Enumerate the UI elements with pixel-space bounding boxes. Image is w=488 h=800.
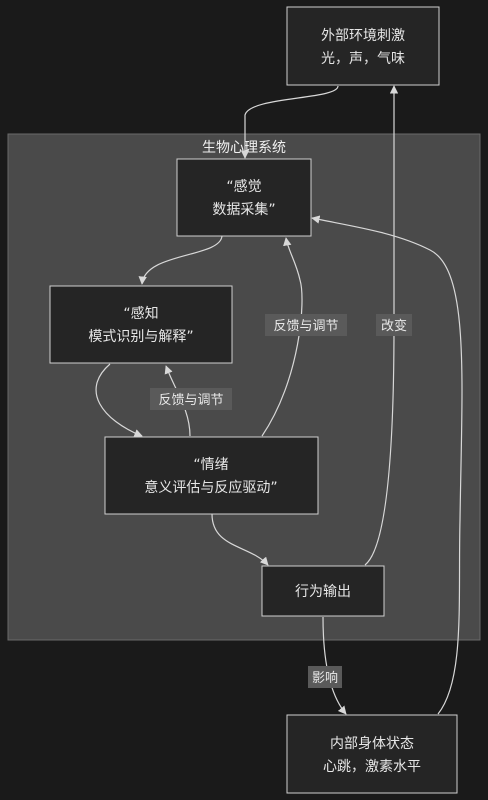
node-emotion: “情绪 意义评估与反应驱动”	[104, 436, 319, 515]
node-internal-body-state: 内部身体状态 心跳，激素水平	[286, 714, 458, 794]
edge-label-text: 反馈与调节	[273, 319, 338, 334]
edge-label-text: 影响	[312, 670, 338, 686]
edge-sensation-to-perception	[138, 235, 223, 285]
edge-internal-to-sensation	[311, 215, 463, 715]
edge-label-emotion-to-sensation: 反馈与调节	[265, 314, 347, 336]
node-line: 意义评估与反应驱动”	[144, 479, 277, 496]
node-sensation: “感觉 数据采集”	[176, 158, 312, 237]
edge-label-text: 改变	[381, 318, 407, 334]
node-line: 心跳，激素水平	[323, 758, 421, 775]
node-behavior-output: 行为输出	[261, 565, 385, 617]
node-line: 外部环境刺激	[321, 27, 405, 44]
edge-emotion-to-sensation	[261, 237, 303, 437]
node-line: 光，声，气味	[321, 51, 405, 67]
edge-behavior-to-external	[364, 85, 399, 566]
node-line: “感觉	[226, 178, 261, 195]
edge-label-behavior-to-external: 改变	[376, 314, 412, 336]
node-line: 数据采集”	[212, 201, 275, 218]
node-external-stimulus: 外部环境刺激 光，声，气味	[286, 6, 440, 86]
node-perception: “感知 模式识别与解释”	[49, 285, 233, 364]
node-line: “感知	[123, 305, 158, 322]
node-line: 行为输出	[295, 584, 351, 600]
edge-label-behavior-to-internal: 影响	[308, 666, 342, 688]
node-line: 内部身体状态	[330, 736, 414, 752]
edge-perception-to-emotion	[95, 363, 143, 438]
edge-label-emotion-to-perception: 反馈与调节	[150, 388, 232, 410]
node-line: 模式识别与解释”	[88, 329, 193, 345]
edge-label-text: 反馈与调节	[158, 393, 223, 408]
edge-external-to-sensation	[240, 85, 339, 159]
node-line: “情绪	[193, 457, 228, 473]
cluster-title: 生物心理系统	[202, 140, 286, 156]
edge-emotion-to-behavior	[211, 513, 269, 566]
